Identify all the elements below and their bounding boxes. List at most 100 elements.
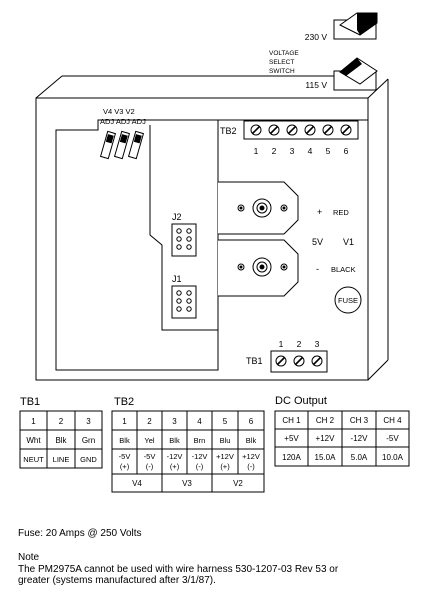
tb2-screw-terminal — [322, 124, 334, 136]
tb2-screw-terminal — [268, 124, 280, 136]
dc-output-voltage-cell: -12V — [351, 434, 369, 443]
voltage-switch-230v-position — [333, 12, 378, 40]
tb1-header-cell: 1 — [31, 417, 36, 426]
tb2-header-cell: 3 — [172, 417, 177, 426]
j1-label: J1 — [172, 274, 182, 284]
tb1-terminal-block — [270, 350, 328, 373]
fuse-holder — [334, 286, 362, 314]
tb2-terminal-block — [243, 120, 359, 140]
v1-label: V1 — [343, 237, 354, 247]
note-block: Note The PM2975A cannot be used with wir… — [18, 552, 338, 587]
tb1-header-cell: 2 — [59, 417, 64, 426]
tb2-terminal-number: 5 — [326, 146, 331, 156]
tb2-color-cell: Blk — [119, 436, 130, 445]
tb1-screw-terminal — [275, 355, 287, 367]
tb1-function-cell: GND — [80, 455, 97, 464]
tb1-screw-terminal — [311, 355, 323, 367]
tb2-group-cell: V3 — [182, 479, 192, 488]
tb2-color-cell: Blu — [220, 436, 231, 445]
switch-230v-label: 230 V — [305, 32, 328, 42]
tb2-color-cell: Brn — [194, 436, 206, 445]
tb1-terminal-number: 3 — [315, 339, 320, 349]
tb2-terminal-number: 2 — [272, 146, 277, 156]
tb1-color-cell: Wht — [26, 436, 41, 445]
v3-adj-pot — [113, 130, 131, 160]
tb1-header-cell: 3 — [86, 417, 91, 426]
dc-output-current-cell: 10.0A — [382, 453, 404, 462]
power-supply-chassis — [35, 75, 389, 381]
tb2-header-cell: 1 — [122, 417, 127, 426]
tb2-color-cell: Blk — [169, 436, 180, 445]
tb1-terminal-number: 2 — [297, 339, 302, 349]
j2-label: J2 — [172, 212, 182, 222]
tb2-group-cell: V2 — [233, 479, 243, 488]
tb2-header-cell: 6 — [249, 417, 254, 426]
tb1-table — [19, 410, 103, 469]
tb2-header-cell: 5 — [223, 417, 228, 426]
adjustment-potentiometers — [99, 130, 145, 160]
tb2-terminal-number: 4 — [308, 146, 313, 156]
tb2-voltage-cell: +12V — [216, 452, 234, 461]
switch-115v-label: 115 V — [305, 80, 327, 90]
tb2-color-cell: Yel — [144, 436, 154, 445]
j2-connector — [171, 223, 197, 257]
fuse-rating-note: Fuse: 20 Amps @ 250 Volts — [18, 528, 142, 539]
v5-label: 5V — [312, 237, 323, 247]
fuse-label: FUSE — [338, 296, 358, 305]
dc-output-header-cell: CH 3 — [350, 416, 369, 425]
note-title: Note — [18, 552, 40, 563]
plus-sign: + — [317, 207, 322, 217]
tb2-screw-terminal — [340, 124, 352, 136]
dc-output-voltage-cell: +5V — [284, 434, 299, 443]
tb2-group-cell: V4 — [132, 479, 142, 488]
tb2-polarity-cell: (-) — [196, 462, 204, 471]
dc-output-current-cell: 5.0A — [351, 453, 368, 462]
tb1-color-cell: Grn — [82, 436, 95, 445]
tb2-polarity-cell: (-) — [247, 462, 255, 471]
voltage-select-label-line3: SWITCH — [269, 68, 295, 75]
voltage-select-label-line1: VOLTAGE — [269, 50, 299, 57]
dc-output-header-cell: CH 2 — [316, 416, 335, 425]
regulator-bracket-lower — [218, 239, 299, 297]
tb1-board-label: TB1 — [246, 356, 263, 366]
tb2-voltage-cell: -12V — [192, 452, 208, 461]
tb2-color-cell: Blk — [246, 436, 257, 445]
dc-output-voltage-cell: +12V — [316, 434, 336, 443]
tb2-voltage-cell: -12V — [167, 452, 183, 461]
tb2-polarity-cell: (+) — [220, 462, 230, 471]
tb1-terminal-number: 1 — [279, 339, 284, 349]
tb2-terminal-number: 1 — [254, 146, 259, 156]
tb2-polarity-cell: (+) — [120, 462, 130, 471]
note-line-2: greater (systems manufactured after 3/1/… — [18, 575, 216, 586]
dc-output-table — [274, 410, 410, 467]
minus-sign: - — [316, 264, 319, 274]
tb2-terminal-number: 6 — [344, 146, 349, 156]
v4-adj-pot — [99, 130, 117, 160]
dc-output-current-cell: 120A — [282, 453, 301, 462]
tb2-table — [111, 410, 265, 493]
dc-output-voltage-cell: -5V — [386, 434, 399, 443]
tb1-screw-terminal — [293, 355, 305, 367]
tb2-voltage-cell: -5V — [144, 452, 156, 461]
note-line-1: The PM2975A cannot be used with wire har… — [18, 563, 339, 575]
tb2-screw-terminal — [286, 124, 298, 136]
regulator-bracket-upper — [218, 181, 299, 235]
tb1-function-cell: NEUT — [23, 455, 44, 464]
adj-labels: ADJ ADJ ADJ — [100, 117, 146, 126]
dc-output-header-cell: CH 4 — [383, 416, 402, 425]
v2-adj-pot — [127, 130, 145, 160]
tb1-color-cell: Blk — [55, 436, 67, 445]
tb2-table-title: TB2 — [114, 396, 134, 408]
red-wire-label: RED — [333, 208, 349, 217]
tb2-board-label: TB2 — [220, 126, 237, 136]
tb2-polarity-cell: (-) — [146, 462, 154, 471]
chassis-front-panel — [35, 97, 369, 381]
voltage-select-label-line2: SELECT — [269, 59, 294, 66]
tb1-table-title: TB1 — [20, 396, 40, 408]
tb2-header-cell: 2 — [147, 417, 152, 426]
adj-voltage-labels: V4 V3 V2 — [103, 107, 135, 116]
tb2-terminal-number: 3 — [290, 146, 295, 156]
j1-connector — [171, 285, 197, 319]
voltage-switch-115v-position — [333, 57, 378, 91]
